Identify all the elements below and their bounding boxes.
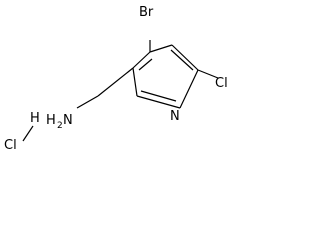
bond-ring-cl [197, 69, 219, 79]
bond-ch2-amine [76, 95, 99, 109]
bond-c6-c5 [171, 44, 199, 71]
hcl-chlorine-label: Cl [4, 138, 17, 153]
double-bond-c2-n [140, 90, 177, 102]
chemical-structure-diagram: Br Cl N H 2 N H Cl [4, 5, 228, 153]
structure-canvas: Br Cl N H 2 N H Cl [4, 5, 228, 153]
bonds [22, 40, 219, 142]
amine-nitrogen-label: N [63, 113, 73, 128]
ring-chlorine-label: Cl [215, 76, 228, 91]
double-bond-c6-c5 [170, 49, 194, 71]
amine-subscript-label: 2 [57, 121, 63, 131]
bond-h-cl [22, 125, 34, 142]
pyridine-nitrogen-label: N [170, 109, 180, 124]
bond-c3-c2 [132, 67, 138, 97]
bond-c2-n [136, 95, 181, 109]
bromine-label: Br [139, 5, 154, 20]
bond-c4-c3 [132, 51, 151, 69]
bond-ch2-ring [97, 67, 134, 97]
bond-n-c6 [179, 69, 199, 109]
bond-c5-c4 [149, 44, 173, 53]
double-bond-c4-c3 [138, 58, 153, 71]
hcl-hydrogen-label: H [30, 111, 40, 126]
amine-h-label: H [46, 113, 56, 128]
